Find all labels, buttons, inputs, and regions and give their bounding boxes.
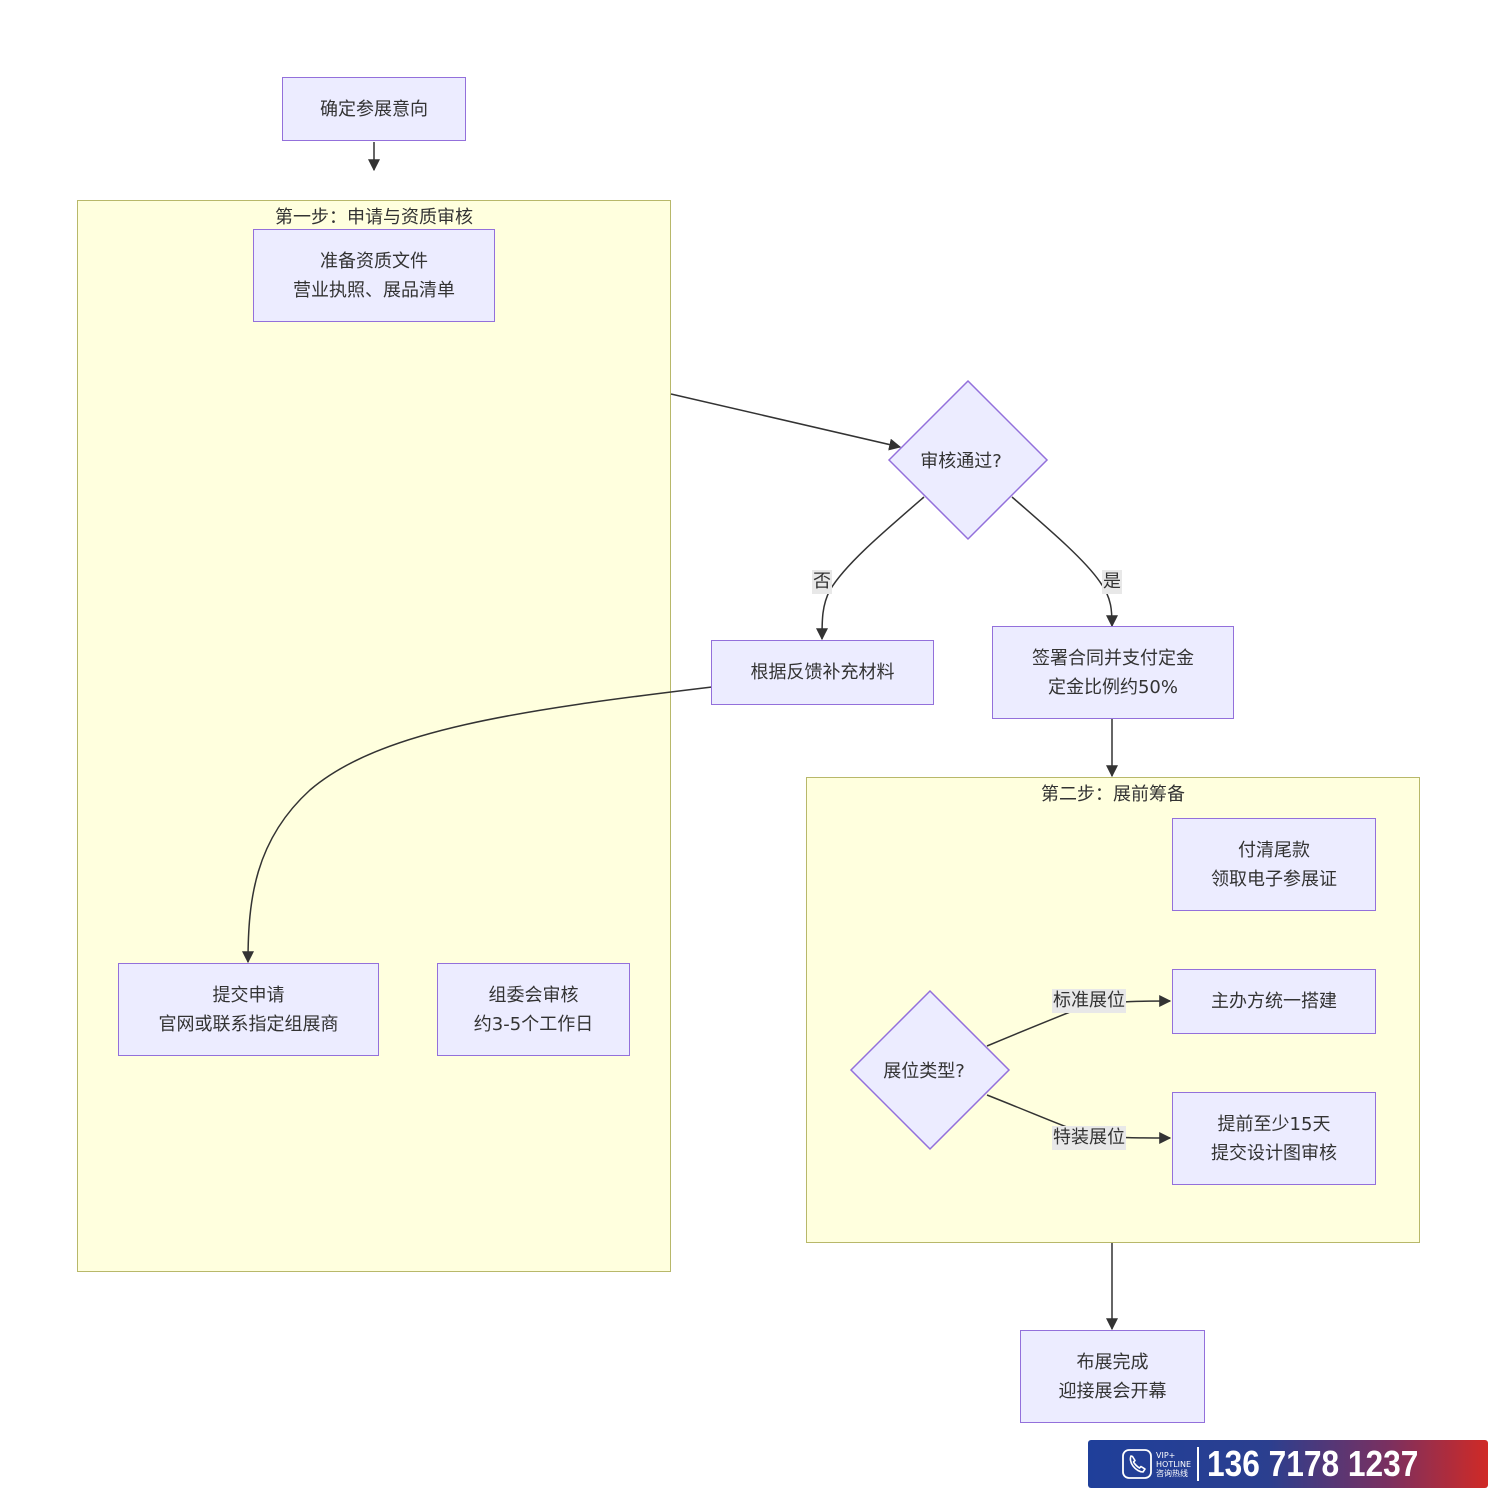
- node-organizer-build: 主办方统一搭建: [1172, 969, 1376, 1034]
- node-sign-contract-line-1: 签署合同并支付定金: [1032, 647, 1194, 669]
- node-submit-application-line-1: 提交申请: [212, 984, 285, 1006]
- node-pay-balance-line-2: 领取电子参展证: [1211, 868, 1337, 890]
- booth-type-decision: 展位类型?: [851, 991, 1009, 1149]
- hotline-tag-2: HOTLINE: [1156, 1459, 1192, 1469]
- edge-label-standard-booth: 标准展位: [1052, 989, 1126, 1013]
- hotline-banner: VIP+ HOTLINE 咨询热线 136 7178 1237: [1088, 1440, 1488, 1488]
- node-submit-application-line-2: 官网或联系指定组展商: [158, 1013, 339, 1035]
- hotline-number: 136 7178 1237: [1206, 1443, 1418, 1484]
- edge-step1-to-review: [670, 393, 902, 451]
- hotline-divider: [1197, 1447, 1199, 1481]
- node-supplement-materials: 根据反馈补充材料: [711, 640, 934, 705]
- node-sign-contract-line-2: 定金比例约50%: [1047, 676, 1178, 698]
- booth-diamond-shape: [849, 989, 1011, 1151]
- hotline-tags: VIP+ HOTLINE 咨询热线: [1156, 1451, 1191, 1478]
- hotline-tag-3: 咨询热线: [1156, 1468, 1188, 1478]
- edge-review-no: [816, 496, 925, 641]
- cluster-step1: 第一步：申请与资质审核: [77, 200, 671, 1272]
- edge-label-yes: 是: [1102, 570, 1122, 594]
- cluster-step1-title: 第一步：申请与资质审核: [275, 207, 473, 228]
- node-start-line-1: 确定参展意向: [320, 98, 428, 120]
- node-start: 确定参展意向: [282, 77, 466, 141]
- review-passed-label: 审核通过?: [920, 451, 1002, 472]
- booth-type-label: 展位类型?: [883, 1061, 965, 1082]
- node-organizer-build-line-1: 主办方统一搭建: [1211, 991, 1337, 1012]
- node-pay-balance: 付清尾款 领取电子参展证: [1172, 818, 1376, 911]
- cluster-step2-title: 第二步：展前筹备: [1041, 784, 1185, 805]
- node-prepare-docs-line-1: 准备资质文件: [320, 250, 428, 272]
- node-design-review: 提前至少15天 提交设计图审核: [1172, 1092, 1376, 1185]
- phone-icon: [1122, 1449, 1152, 1479]
- node-committee-review-line-2: 约3-5个工作日: [473, 1013, 594, 1035]
- node-pay-balance-line-1: 付清尾款: [1238, 839, 1310, 861]
- edge-label-no: 否: [812, 570, 832, 594]
- node-prepare-docs-line-2: 营业执照、展品清单: [293, 279, 455, 301]
- node-supplement-materials-line-1: 根据反馈补充材料: [750, 662, 895, 683]
- edge-label-special-booth: 特装展位: [1052, 1126, 1126, 1150]
- node-finish-line-1: 布展完成: [1076, 1351, 1149, 1373]
- node-prepare-docs: 准备资质文件 营业执照、展品清单: [253, 229, 495, 322]
- node-committee-review: 组委会审核 约3-5个工作日: [437, 963, 630, 1056]
- node-finish: 布展完成 迎接展会开幕: [1020, 1330, 1205, 1423]
- review-passed-decision: 审核通过?: [889, 381, 1047, 539]
- review-diamond-shape: [887, 379, 1049, 541]
- edge-supplement-to-submit: [242, 686, 713, 964]
- node-submit-application: 提交申请 官网或联系指定组展商: [118, 963, 379, 1056]
- hotline-tag-1: VIP+: [1156, 1450, 1176, 1460]
- node-design-review-line-2: 提交设计图审核: [1211, 1142, 1337, 1164]
- node-sign-contract: 签署合同并支付定金 定金比例约50%: [992, 626, 1234, 719]
- node-finish-line-2: 迎接展会开幕: [1058, 1380, 1167, 1402]
- node-committee-review-line-1: 组委会审核: [488, 984, 579, 1006]
- node-design-review-line-1: 提前至少15天: [1217, 1113, 1331, 1135]
- edge-review-yes: [1011, 496, 1118, 628]
